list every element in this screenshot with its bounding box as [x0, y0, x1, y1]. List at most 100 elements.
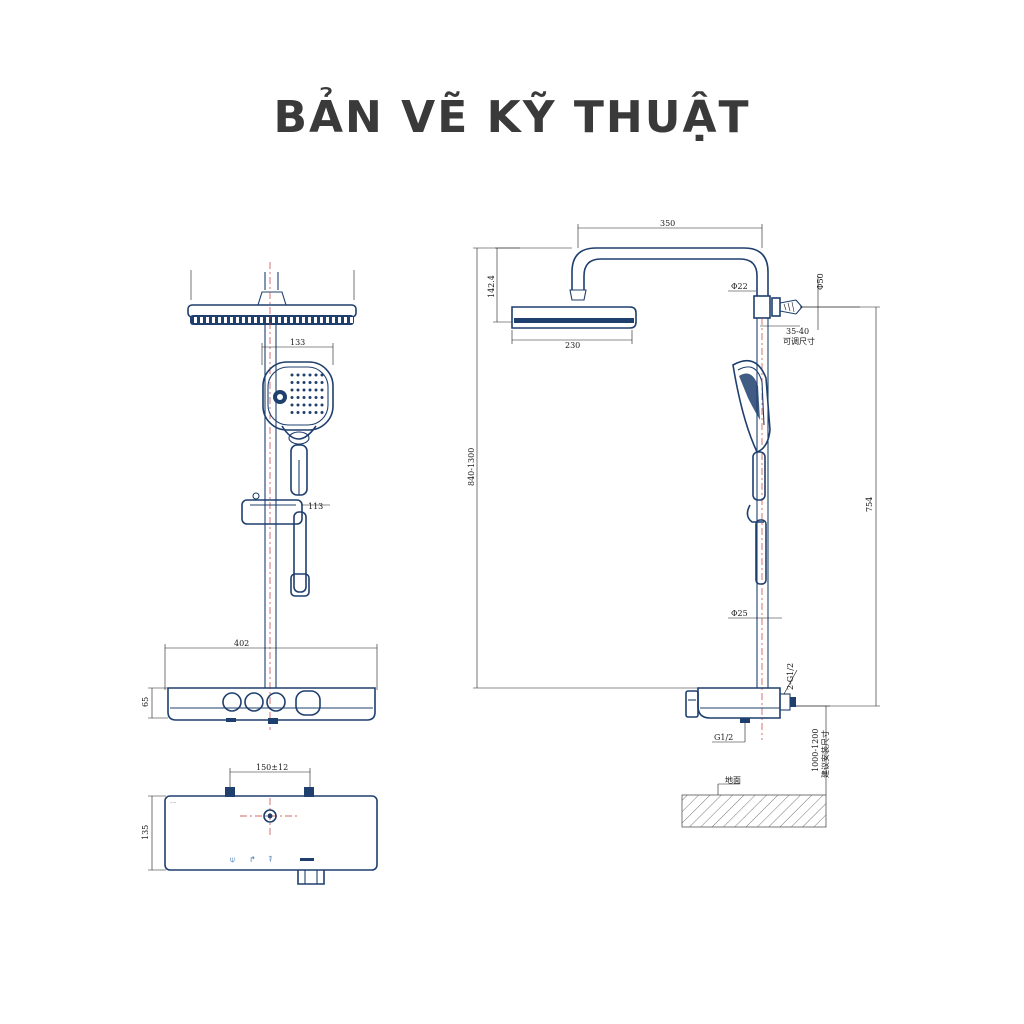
overhead-arm-side — [571, 247, 769, 296]
spray-hole — [308, 396, 312, 399]
spray-hole — [290, 403, 294, 407]
front-vertical-pipe — [264, 262, 277, 730]
floor-label: 地面 — [725, 775, 741, 785]
spray-hole — [302, 373, 306, 377]
nozzle-slot — [224, 317, 227, 323]
dim-65-label: 65 — [141, 697, 150, 707]
dim-350-label: 350 — [660, 219, 675, 228]
flow-knob-2 — [244, 692, 264, 712]
nozzle-slot — [326, 317, 329, 323]
dim-135-label: 135 — [141, 825, 150, 840]
rain-symbol-icon: ⍒ — [268, 855, 273, 864]
nozzle-slot — [260, 317, 263, 323]
nozzle-slot — [284, 317, 287, 323]
spray-hole — [290, 396, 294, 399]
install-note-label: 建议安装尺寸 — [820, 730, 830, 778]
slide-holder-front: 113 — [241, 492, 330, 525]
spray-hole — [308, 381, 312, 384]
nozzle-slot — [320, 317, 323, 323]
dim-113-label: 113 — [308, 502, 323, 511]
spray-hole — [314, 388, 318, 392]
nozzle-slot — [206, 317, 209, 323]
nozzle-slot — [350, 317, 353, 323]
dim-2g12-label: 2-G1/2 — [786, 663, 795, 690]
dim-inlet-spacing: 150±12 — [229, 763, 311, 788]
nozzle-slot — [242, 317, 245, 323]
front-view: 133 113 — [141, 262, 378, 730]
spray-hole — [320, 403, 324, 407]
spray-hole — [320, 396, 324, 399]
dim-shelf-height: 65 — [141, 687, 168, 719]
dim-840-1300-label: 840-1300 — [467, 448, 476, 486]
nozzle-slot — [248, 317, 251, 323]
dim-1000-1200-label: 1000-1200 — [811, 729, 820, 772]
page-title: BẢN VẼ KỸ THUẬT — [273, 92, 751, 143]
dim-22-label: Φ22 — [731, 282, 748, 291]
handshower-symbol-icon: ⍦ — [230, 855, 235, 864]
nozzle-slot — [236, 317, 239, 323]
thermostatic-shelf-front — [167, 687, 376, 724]
spray-hole — [296, 381, 300, 384]
spray-hole — [314, 381, 318, 384]
nozzle-slot — [290, 317, 293, 323]
floor-block: 地面 — [681, 775, 827, 828]
dim-arm-length: 350 — [577, 219, 763, 248]
side-view: 350 142.4 230 Φ22 — [467, 219, 880, 828]
spray-hole — [314, 396, 318, 399]
nozzle-slot — [272, 317, 275, 323]
flow-knob-3 — [266, 692, 286, 712]
nozzle-slot — [266, 317, 269, 323]
spray-hole — [290, 373, 294, 377]
dim-total-height: 840-1300 — [467, 247, 710, 689]
dim-402-label: 402 — [234, 639, 249, 648]
spray-hole — [296, 403, 300, 407]
spray-hole — [302, 381, 306, 384]
dim-150-label: 150±12 — [256, 763, 288, 772]
nozzle-slot — [338, 317, 341, 323]
spray-hole — [302, 403, 306, 407]
spray-hole — [290, 411, 294, 414]
nozzle-slot — [302, 317, 305, 323]
nozzle-slot — [194, 317, 197, 323]
spout-symbol-icon: ↱ — [249, 855, 256, 864]
dim-shelf-width: 402 — [164, 639, 378, 690]
spray-hole — [314, 411, 318, 414]
hand-shower-front — [262, 361, 334, 597]
spray-hole — [290, 388, 294, 392]
thermostatic-shelf-top: ····· ⍦ ↱ ⍒ — [164, 787, 378, 885]
dim-bar-height: 754 — [795, 306, 880, 707]
dim-outlet-thread: G1/2 — [712, 723, 746, 743]
dim-133-label: 133 — [290, 338, 305, 347]
nozzle-slot — [218, 317, 221, 323]
nozzle-slot — [230, 317, 233, 323]
dim-head-tilt: 142.4 — [487, 247, 520, 323]
nozzle-slot — [332, 317, 335, 323]
dim-pipe-diameter: Φ25 — [728, 609, 782, 619]
spray-hole — [302, 396, 306, 399]
spray-hole — [308, 403, 312, 407]
dim-754-label: 754 — [865, 497, 874, 512]
spray-hole — [308, 388, 312, 392]
spray-hole — [296, 388, 300, 392]
spray-hole — [290, 381, 294, 384]
spray-hole — [308, 411, 312, 414]
dim-35-40-label: 35-40 — [786, 327, 809, 336]
spray-hole — [302, 388, 306, 392]
spray-hole — [314, 373, 318, 377]
spray-hole — [314, 403, 318, 407]
dim-230-label: 230 — [565, 341, 580, 350]
temperature-dial-top — [263, 809, 277, 823]
dim-handshower-width: 133 — [261, 338, 334, 365]
nozzle-slot — [308, 317, 311, 323]
spray-hole — [320, 381, 324, 384]
spray-hole — [320, 388, 324, 392]
dim-142-label: 142.4 — [487, 275, 496, 298]
dim-g12-label: G1/2 — [714, 733, 733, 742]
brand-mark: ····· — [170, 800, 176, 805]
nozzle-slot — [212, 317, 215, 323]
spray-hole — [320, 373, 324, 377]
top-view: 150±12 135 ····· ⍦ ↱ ⍒ — [141, 763, 378, 885]
hand-shower-side — [732, 359, 771, 585]
dim-50-label: Φ50 — [816, 273, 825, 290]
dim-install-height: 1000-1200 建议安装尺寸 — [795, 705, 830, 795]
